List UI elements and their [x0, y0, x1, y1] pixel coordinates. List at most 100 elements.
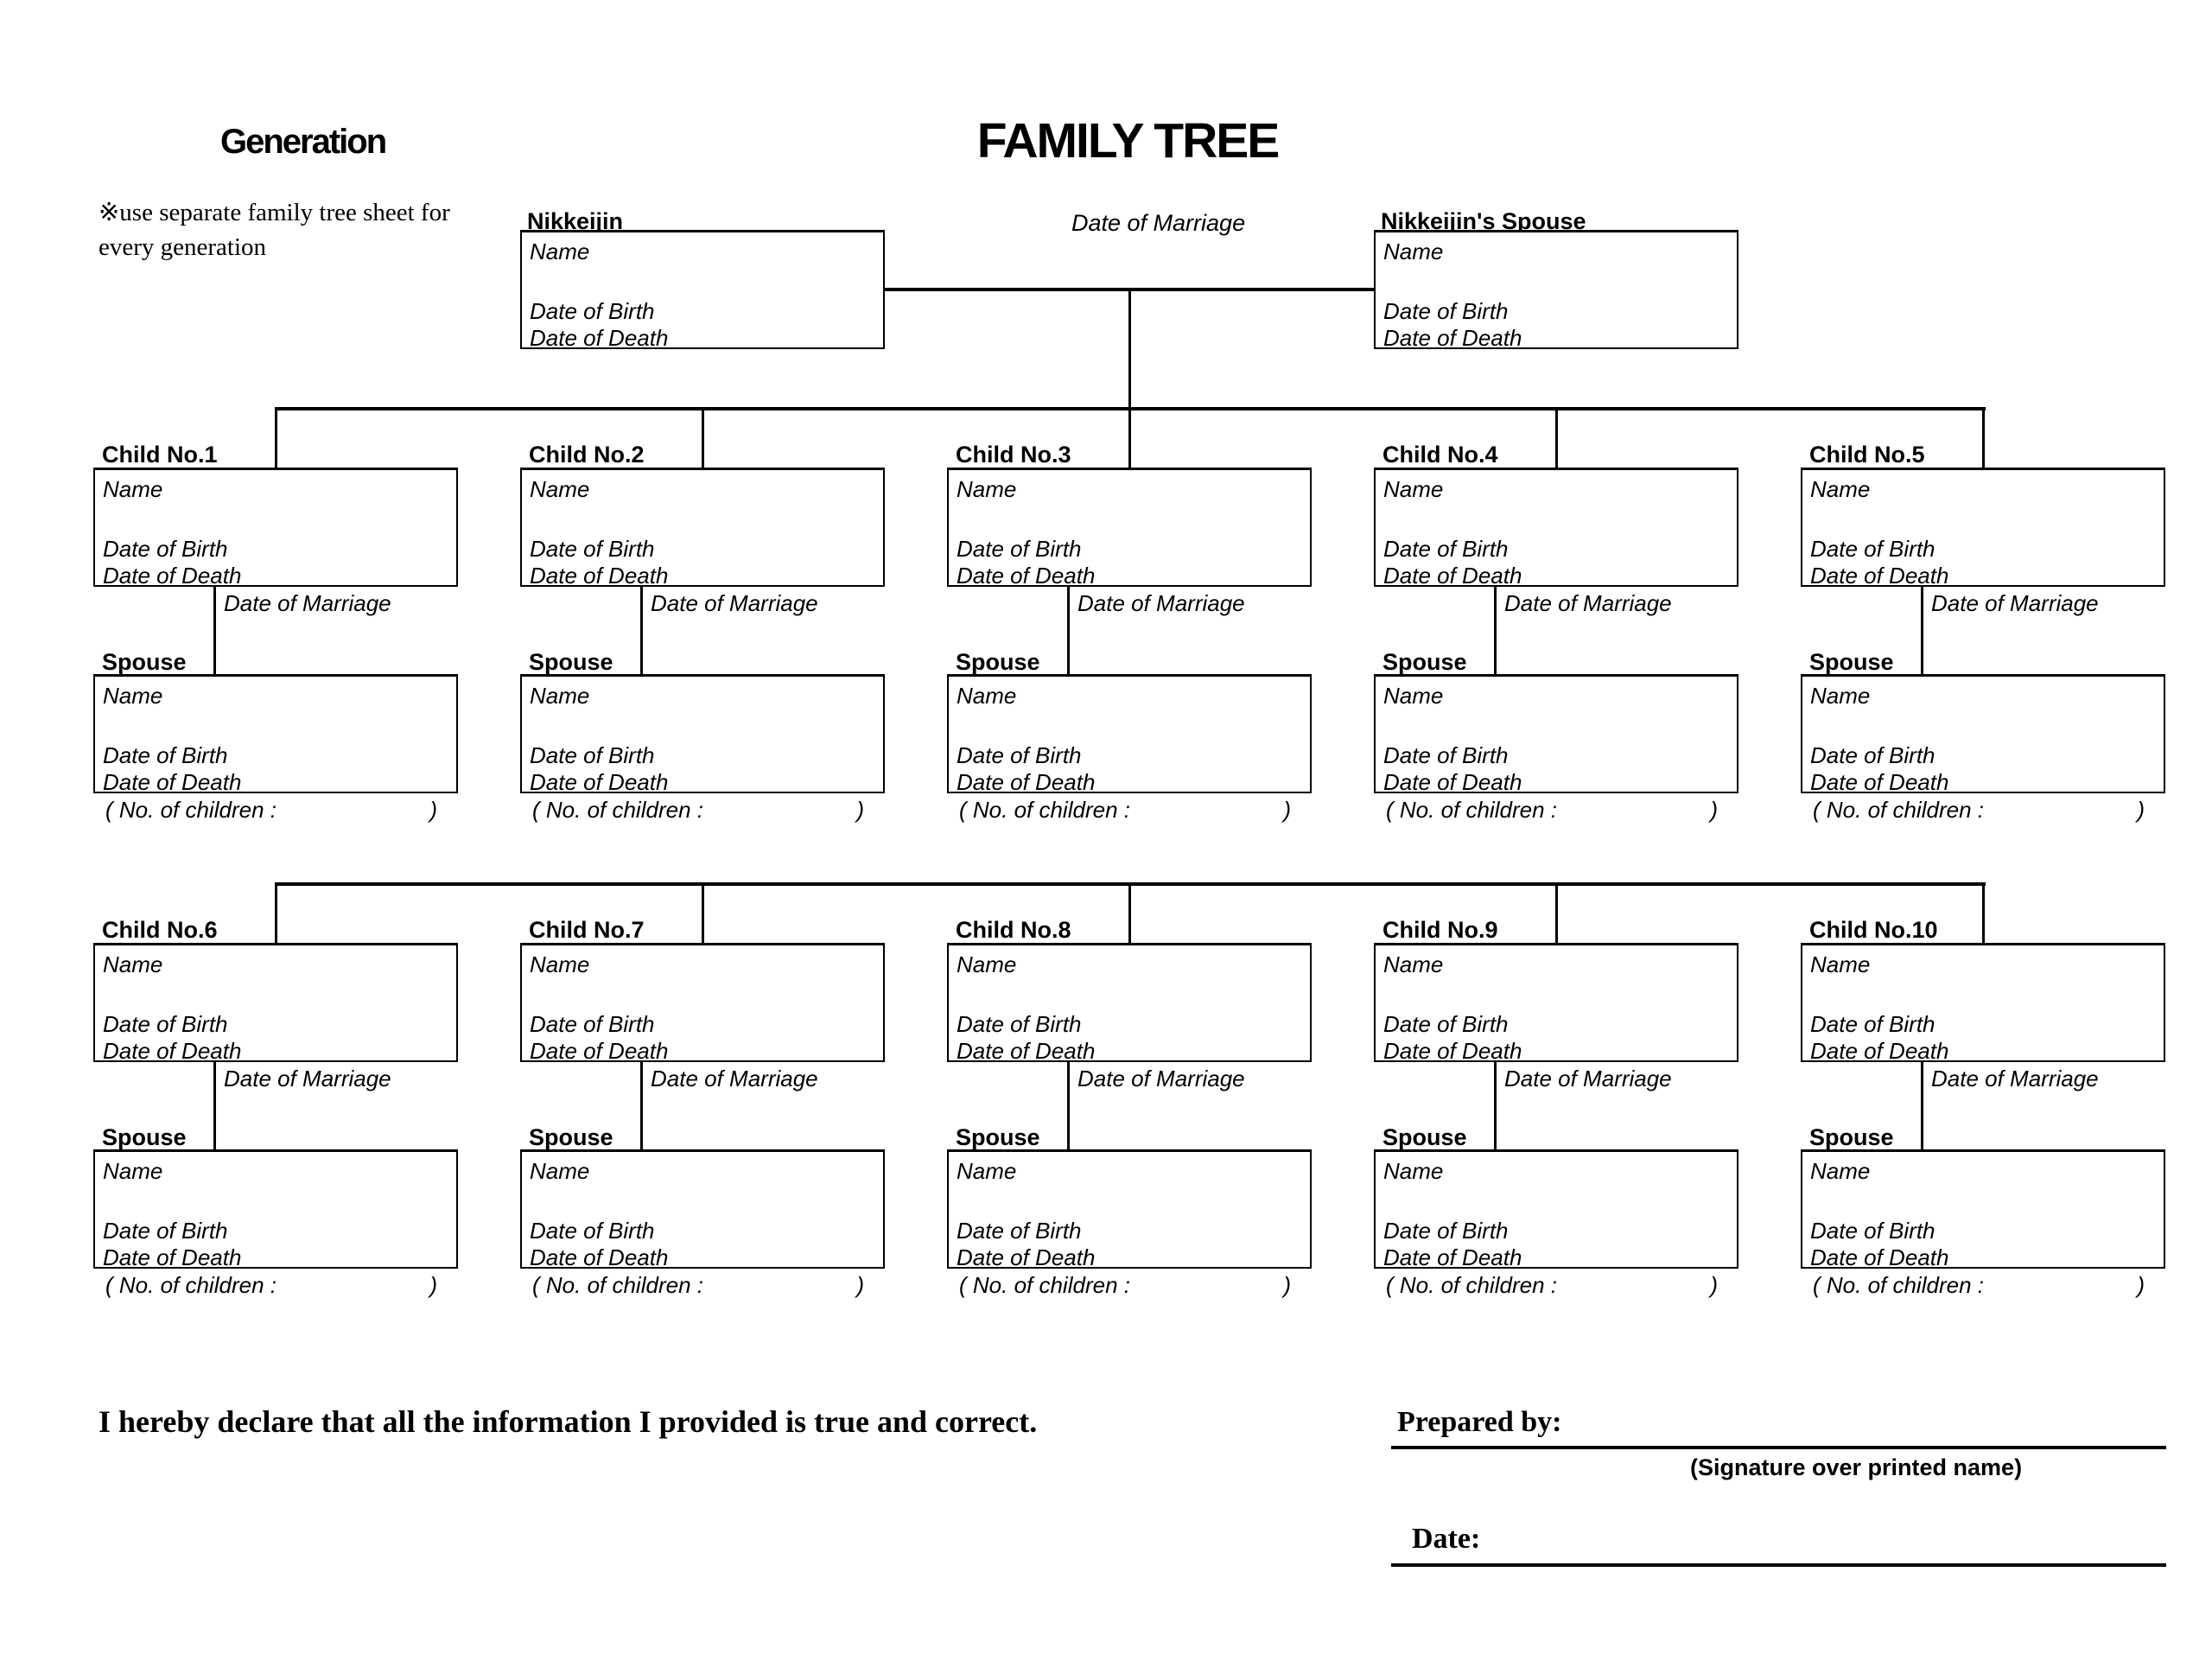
name-field-label: Name	[957, 476, 1017, 502]
date-of-death-field-label: Date of Death	[530, 769, 669, 795]
name-field-label: Name	[1383, 476, 1444, 502]
children-connector-line	[275, 407, 1986, 410]
child-info-box[interactable]: Name Date of Birth Date of Death	[947, 468, 1312, 589]
child-info-box[interactable]: Name Date of Birth Date of Death	[1801, 943, 2165, 1064]
signature-line[interactable]	[1391, 1446, 2166, 1449]
date-of-birth-field-label: Date of Birth	[1810, 1011, 1936, 1037]
children-count-row[interactable]: ( No. of children : )	[93, 1272, 458, 1299]
children-count-row[interactable]: ( No. of children : )	[1801, 797, 2165, 824]
children-count-row[interactable]: ( No. of children : )	[947, 1272, 1312, 1299]
parents-date-of-marriage-label: Date of Marriage	[1071, 210, 1246, 236]
nikkeijin-info-box[interactable]: Name Date of Birth Date of Death	[520, 230, 885, 351]
nikkeijin-spouse-info-box[interactable]: Name Date of Birth Date of Death	[1374, 230, 1738, 351]
child-info-box[interactable]: Name Date of Birth Date of Death	[520, 468, 885, 589]
spouse-info-box[interactable]: Name Date of Birth Date of Death	[947, 1149, 1312, 1270]
spouse-label: Spouse	[102, 1124, 187, 1150]
date-of-death-field-label: Date of Death	[1383, 325, 1522, 351]
child-info-box[interactable]: Name Date of Birth Date of Death	[1374, 943, 1738, 1064]
children-count-row[interactable]: ( No. of children : )	[93, 797, 458, 824]
date-of-marriage-label: Date of Marriage	[651, 590, 818, 616]
date-of-death-field-label: Date of Death	[103, 1038, 242, 1064]
date-of-death-field-label: Date of Death	[103, 769, 242, 795]
children-count-close: )	[1283, 797, 1291, 823]
children-count-open: ( No. of children :	[1386, 797, 1557, 823]
date-of-birth-field-label: Date of Birth	[957, 1218, 1082, 1244]
date-of-marriage-label: Date of Marriage	[1077, 1066, 1245, 1091]
marriage-connector-line	[1921, 1062, 1923, 1149]
spouse-info-box[interactable]: Name Date of Birth Date of Death	[1374, 674, 1738, 795]
child-number-label: Child No.4	[1382, 442, 1498, 468]
spouse-info-box[interactable]: Name Date of Birth Date of Death	[520, 1149, 885, 1270]
marriage-connector-line	[1067, 587, 1070, 674]
date-of-marriage-label: Date of Marriage	[1077, 590, 1245, 616]
spouse-info-box[interactable]: Name Date of Birth Date of Death	[1801, 674, 2165, 795]
separate-sheet-note-line1: ※use separate family tree sheet for	[99, 199, 450, 226]
children-count-close: )	[856, 1272, 864, 1298]
children-count-open: ( No. of children :	[532, 797, 703, 823]
date-of-death-field-label: Date of Death	[103, 563, 242, 589]
spouse-info-box[interactable]: Name Date of Birth Date of Death	[93, 1149, 458, 1270]
date-of-death-field-label: Date of Death	[957, 1244, 1096, 1270]
child-info-box[interactable]: Name Date of Birth Date of Death	[520, 943, 885, 1064]
name-field-label: Name	[530, 476, 590, 502]
name-field-label: Name	[103, 951, 163, 977]
marriage-connector-line	[1067, 1062, 1070, 1149]
marriage-connector-line	[1921, 587, 1923, 674]
children-count-row[interactable]: ( No. of children : )	[1374, 1272, 1738, 1299]
child-connector-stub	[1981, 410, 1985, 469]
spouse-info-box[interactable]: Name Date of Birth Date of Death	[947, 674, 1312, 795]
child-number-label: Child No.2	[529, 442, 645, 468]
child-number-label: Child No.10	[1809, 917, 1938, 943]
child-number-label: Child No.3	[956, 442, 1071, 468]
marriage-connector-line	[640, 587, 643, 674]
date-of-birth-field-label: Date of Birth	[1810, 1218, 1936, 1244]
date-of-marriage-label: Date of Marriage	[1504, 1066, 1672, 1091]
child-info-box[interactable]: Name Date of Birth Date of Death	[1374, 468, 1738, 589]
date-of-death-field-label: Date of Death	[530, 325, 669, 351]
date-of-marriage-label: Date of Marriage	[1931, 590, 2099, 616]
child-cell: Child No.2 Name Date of Birth Date of De…	[520, 442, 885, 826]
name-field-label: Name	[1810, 476, 1871, 502]
date-of-birth-field-label: Date of Birth	[530, 742, 655, 768]
date-of-marriage-label: Date of Marriage	[224, 1066, 391, 1091]
spouse-info-box[interactable]: Name Date of Birth Date of Death	[520, 674, 885, 795]
date-of-marriage-label: Date of Marriage	[1504, 590, 1672, 616]
name-field-label: Name	[103, 683, 163, 709]
name-field-label: Name	[1810, 951, 1871, 977]
date-line[interactable]	[1391, 1563, 2166, 1567]
child-info-box[interactable]: Name Date of Birth Date of Death	[93, 943, 458, 1064]
children-count-close: )	[1710, 1272, 1718, 1298]
spouse-info-box[interactable]: Name Date of Birth Date of Death	[93, 674, 458, 795]
child-info-box[interactable]: Name Date of Birth Date of Death	[93, 468, 458, 589]
children-count-close: )	[1283, 1272, 1291, 1298]
spouse-info-box[interactable]: Name Date of Birth Date of Death	[1374, 1149, 1738, 1270]
children-count-row[interactable]: ( No. of children : )	[1801, 1272, 2165, 1299]
children-count-row[interactable]: ( No. of children : )	[520, 797, 885, 824]
marriage-connector-line	[1494, 587, 1497, 674]
child-cell: Child No.7 Name Date of Birth Date of De…	[520, 917, 885, 1301]
children-count-open: ( No. of children :	[1813, 1272, 1984, 1298]
date-of-death-field-label: Date of Death	[530, 563, 669, 589]
child-cell: Child No.9 Name Date of Birth Date of De…	[1374, 917, 1738, 1301]
date-of-birth-field-label: Date of Birth	[957, 536, 1082, 562]
date-of-marriage-label: Date of Marriage	[224, 590, 391, 616]
child-info-box[interactable]: Name Date of Birth Date of Death	[1801, 468, 2165, 589]
date-of-birth-field-label: Date of Birth	[103, 536, 228, 562]
children-count-row[interactable]: ( No. of children : )	[947, 797, 1312, 824]
spouse-label: Spouse	[956, 1124, 1040, 1150]
children-count-row[interactable]: ( No. of children : )	[1374, 797, 1738, 824]
date-of-death-field-label: Date of Death	[103, 1244, 242, 1270]
name-field-label: Name	[1810, 683, 1871, 709]
date-of-death-field-label: Date of Death	[957, 1038, 1096, 1064]
name-field-label: Name	[103, 476, 163, 502]
spouse-info-box[interactable]: Name Date of Birth Date of Death	[1801, 1149, 2165, 1270]
children-count-close: )	[429, 1272, 437, 1298]
name-field-label: Name	[1810, 1158, 1871, 1184]
date-of-death-field-label: Date of Death	[1383, 1038, 1522, 1064]
children-count-row[interactable]: ( No. of children : )	[520, 1272, 885, 1299]
marriage-connector-line	[640, 1062, 643, 1149]
children-count-open: ( No. of children :	[1813, 797, 1984, 823]
spouse-label: Spouse	[1809, 649, 1894, 675]
child-info-box[interactable]: Name Date of Birth Date of Death	[947, 943, 1312, 1064]
